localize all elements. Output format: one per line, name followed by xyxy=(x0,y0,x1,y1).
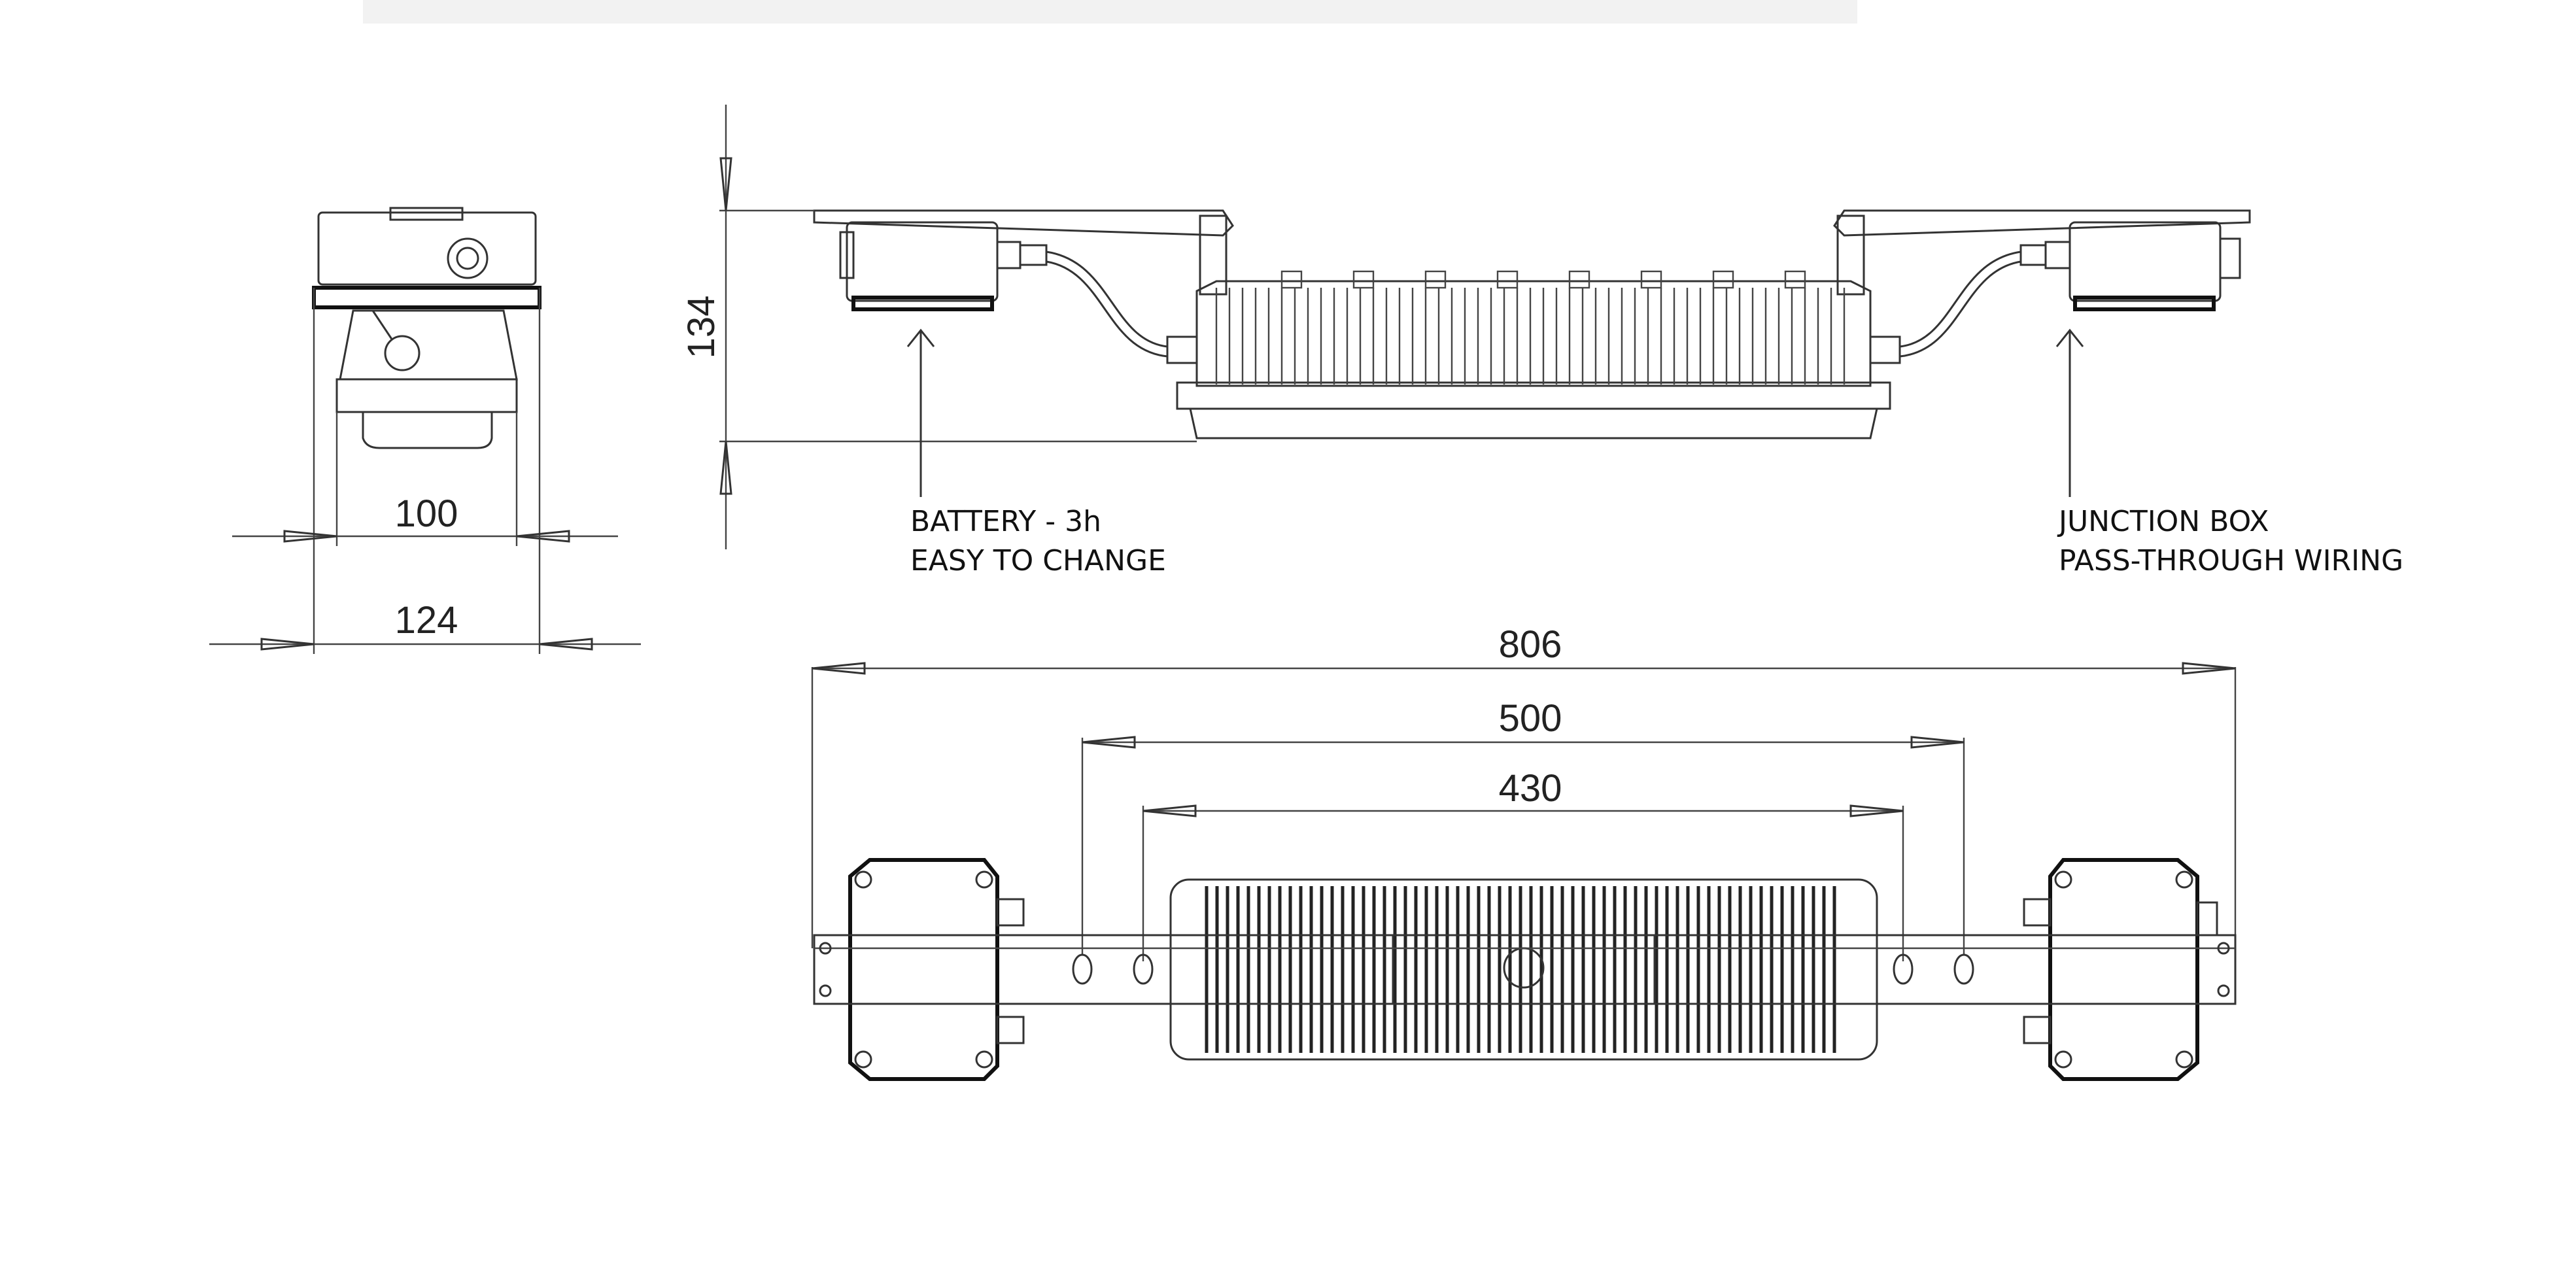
callout-junction-line2: PASS-THROUGH WIRING xyxy=(2059,544,2403,577)
fin-tab xyxy=(1640,270,1662,289)
fin-tab xyxy=(1712,270,1734,289)
fin-tab xyxy=(1352,270,1375,289)
fin-tab xyxy=(1568,270,1590,289)
callout-junction-line1: JUNCTION BOX xyxy=(2057,505,2269,538)
fin-tab xyxy=(1784,270,1806,289)
callout-battery-line1: BATTERY - 3h xyxy=(910,505,1101,538)
dim-134: 134 xyxy=(680,296,723,359)
dim-124: 124 xyxy=(395,599,458,642)
dim-100: 100 xyxy=(395,492,458,535)
front-view: 134 xyxy=(680,105,2251,549)
fin-tab xyxy=(1496,270,1519,289)
fin-tab xyxy=(1424,270,1447,289)
heatsink-fins xyxy=(1215,270,1846,385)
heatsink-fins-top xyxy=(1205,886,1836,1053)
top-strip xyxy=(363,0,1857,24)
fin-tab xyxy=(1280,270,1303,289)
dim-806: 806 xyxy=(1499,623,1562,666)
dim-500: 500 xyxy=(1499,697,1562,740)
top-view: 806 500 430 xyxy=(811,623,2237,1081)
callout-battery-line2: EASY TO CHANGE xyxy=(910,544,1166,577)
dim-430: 430 xyxy=(1499,767,1562,810)
side-view: 100 124 xyxy=(209,207,641,654)
